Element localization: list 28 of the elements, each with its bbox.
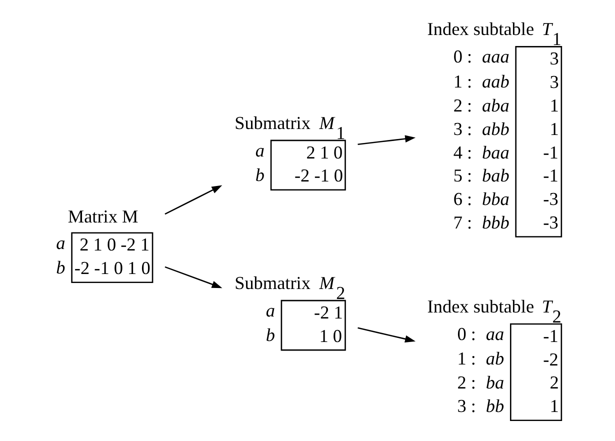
- node-label: 1 : aab: [453, 71, 510, 92]
- node-label: a: [56, 232, 66, 253]
- arrow: [358, 327, 416, 343]
- arrow: [164, 185, 222, 215]
- node-label: 2 : aba: [453, 95, 510, 116]
- arrow: [358, 135, 416, 145]
- node-label: 1 : ab: [457, 348, 504, 369]
- node-label: a: [255, 140, 265, 160]
- node-label: 2 : ba: [457, 372, 504, 393]
- node-label: b: [266, 325, 275, 346]
- node-box: 2 1 0 -2 -1 0: [270, 140, 346, 191]
- node-label: b: [56, 258, 66, 278]
- node-box: 2 1 0 -2 1 -2 -1 0 1 0: [71, 232, 154, 283]
- node-label: 5 : bab: [453, 166, 510, 186]
- node-label: 4 : baa: [453, 142, 510, 162]
- node-label: 0 : aa: [457, 324, 504, 344]
- node-label: a: [266, 300, 275, 320]
- node-box: 3 3 1 1 -1 -1 -3 -3: [515, 46, 562, 238]
- node-label: 3 : abb: [453, 118, 510, 139]
- node-label: 7 : bbb: [453, 212, 510, 233]
- arrow: [164, 266, 222, 288]
- node-label: 3 : bb: [457, 396, 504, 416]
- node-label: 6 : bba: [453, 189, 510, 210]
- node-box: -2 1 1 0: [280, 300, 346, 351]
- node-label: 0 : aaa: [453, 46, 510, 67]
- node-box: -1 -2 2 1: [510, 323, 562, 422]
- node-label: b: [255, 165, 265, 186]
- node-label: Matrix M: [68, 206, 138, 227]
